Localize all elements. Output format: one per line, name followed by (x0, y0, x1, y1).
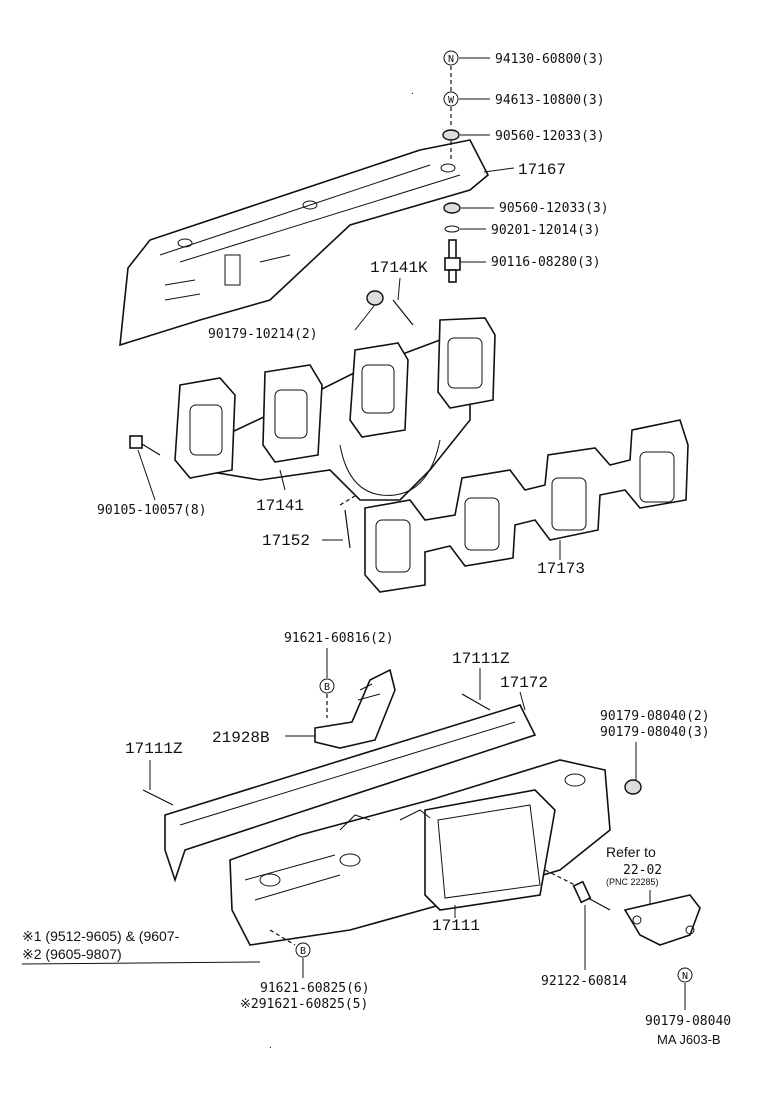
svg-text:B: B (324, 682, 330, 693)
w-callout: W (443, 91, 459, 107)
refer-to-label: Refer to (606, 844, 656, 860)
part-94130: 94130-60800(3) (495, 52, 605, 67)
part-91621-c: ※291621-60825(5) (240, 997, 368, 1012)
part-17111Z-b: 17111Z (125, 740, 183, 758)
grommet-icon (443, 202, 461, 214)
note-1: ※1 (9512-9605) & (9607- (22, 928, 180, 944)
part-90179-b1: 90179-08040(2) (600, 709, 710, 724)
part-17141K: 17141K (370, 259, 428, 277)
part-17173: 17173 (537, 560, 585, 578)
part-17152: 17152 (262, 532, 310, 550)
intake-manifold-17111 (229, 759, 611, 946)
part-91621-a: 91621-60816(2) (284, 631, 394, 646)
part-21928B: 21928B (212, 729, 270, 747)
part-90105: 90105-10057(8) (97, 503, 207, 518)
intake-gasket-17172 (164, 704, 537, 883)
refer-to-section: 22-02 (623, 863, 662, 878)
part-90116: 90116-08280(3) (491, 255, 601, 270)
note-2: ※2 (9605-9807) (22, 946, 122, 962)
stud-icon (142, 789, 174, 806)
stud-icon (572, 880, 611, 911)
part-17172: 17172 (500, 674, 548, 692)
part-17111: 17111 (432, 917, 480, 935)
svg-text:·: · (410, 89, 415, 98)
svg-text:B: B (300, 946, 306, 957)
b-callout-2: B (295, 942, 311, 958)
svg-text:·: · (268, 1043, 273, 1052)
bracket-icon (623, 894, 701, 946)
nut-icon (624, 779, 642, 795)
refer-to-pnc: (PNC 22285) (606, 877, 659, 887)
stud-icon (392, 299, 414, 326)
svg-text:N: N (682, 971, 688, 982)
part-90201: 90201-12014(3) (491, 223, 601, 238)
stud-bolt-icon (444, 239, 461, 283)
bolt-icon (129, 435, 161, 456)
heat-insulator-17167 (119, 139, 490, 347)
part-90179-b2: 90179-08040(3) (600, 725, 710, 740)
part-90560-b: 90560-12033(3) (499, 201, 609, 216)
stud-icon (461, 693, 491, 711)
part-90560-a: 90560-12033(3) (495, 129, 605, 144)
part-92122: 92122-60814 (541, 974, 627, 989)
part-17167: 17167 (518, 161, 566, 179)
b-callout-1: B (319, 678, 335, 694)
diagram-id: MA J603-B (657, 1032, 721, 1047)
n-callout-2: N (677, 967, 693, 983)
part-90179-c: 90179-08040 (645, 1014, 731, 1029)
svg-text:W: W (448, 95, 455, 106)
grommet-icon (442, 129, 460, 141)
part-94613: 94613-10800(3) (495, 93, 605, 108)
n-callout-1: N (443, 50, 459, 66)
part-17111Z-a: 17111Z (452, 650, 510, 668)
svg-text:N: N (448, 54, 454, 65)
exhaust-manifold-17141 (174, 317, 496, 501)
part-90179-a: 90179-10214(2) (208, 327, 318, 342)
stud-icon (344, 509, 351, 549)
gasket-17173 (364, 419, 689, 593)
part-91621-b: 91621-60825(6) (260, 981, 370, 996)
nut-icon (366, 290, 384, 306)
bracket-21928B (314, 668, 396, 749)
part-17141: 17141 (256, 497, 304, 515)
